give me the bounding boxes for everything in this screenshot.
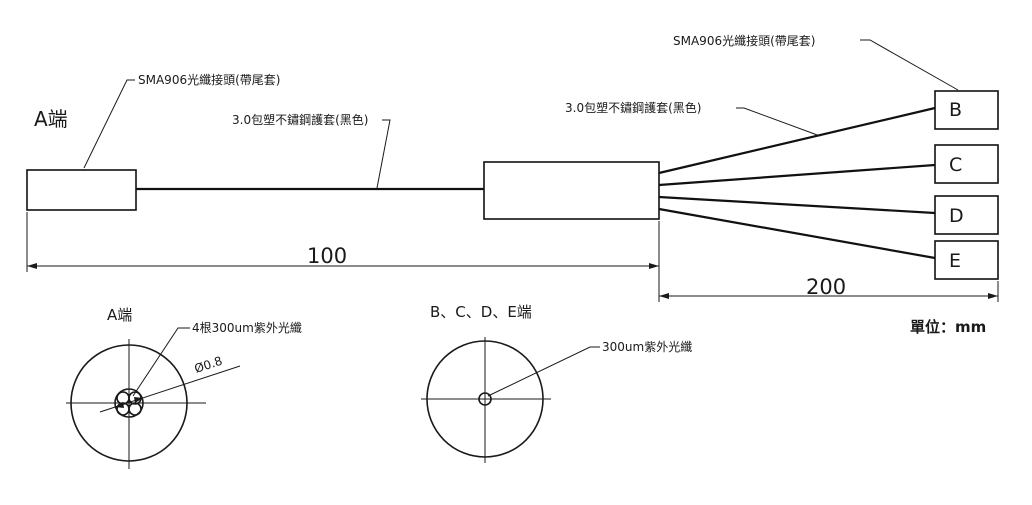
callouts: A端 SMA906光纖接頭(帶尾套) 3.0包塑不鏽鋼護套(黑色) SMA906… xyxy=(34,33,959,189)
branch-cable-d xyxy=(658,195,936,215)
connector-d xyxy=(934,195,999,235)
dimensions: 100 200 單位：mm xyxy=(26,212,999,336)
fiber-label-bcde: 300um紫外光纖 xyxy=(602,340,692,354)
splitter-body xyxy=(483,161,660,220)
fiber-label-a: 4根300um紫外光纖 xyxy=(192,321,302,335)
outer-sheath-circle xyxy=(70,344,188,462)
outer-sheath-circle xyxy=(426,340,544,458)
connector-c xyxy=(934,144,999,184)
connector-a xyxy=(26,169,137,211)
connector-label-a: SMA906光纖接頭(帶尾套) xyxy=(138,72,280,87)
arrowhead xyxy=(27,263,37,269)
branch-cable-b xyxy=(658,106,936,175)
dimension-100: 100 xyxy=(307,244,347,268)
arrowhead xyxy=(134,397,143,403)
sheath-label-right: 3.0包塑不鏽鋼護套(黑色) xyxy=(565,100,701,115)
sheath-label-left: 3.0包塑不鏽鋼護套(黑色) xyxy=(232,112,368,127)
leader-sheath-right xyxy=(736,107,821,137)
branch-label-c: C xyxy=(949,154,962,176)
connector-b xyxy=(934,90,999,130)
fiber-bundle-circle xyxy=(114,388,144,418)
leader-fiber-bcde xyxy=(487,346,600,397)
branch-label-d: D xyxy=(949,205,964,227)
branch-label-b: B xyxy=(949,99,962,121)
leader-fiber-a xyxy=(132,327,190,397)
leader-sheath-left xyxy=(376,119,391,189)
dimension-200: 200 xyxy=(806,275,846,299)
arrowhead xyxy=(115,402,124,408)
arrowhead xyxy=(988,293,998,299)
connector-e xyxy=(934,240,999,280)
unit-label: 單位：mm xyxy=(910,318,986,336)
section-a-view: A端 Ø0.8 4根300um紫外光纖 xyxy=(66,306,302,469)
section-bcde-view: B、C、D、E端 300um紫外光纖 xyxy=(421,303,692,463)
fiber-core xyxy=(478,392,492,406)
branch-cable-c xyxy=(658,163,936,187)
leader-connector-a xyxy=(83,79,135,169)
cable-assembly: B C D E xyxy=(26,90,999,280)
arrowhead xyxy=(659,293,669,299)
section-bcde-title: B、C、D、E端 xyxy=(430,303,532,321)
arrowhead xyxy=(649,263,659,269)
end-a-title: A端 xyxy=(34,107,68,131)
section-a-title: A端 xyxy=(107,306,132,324)
branch-cable-e xyxy=(658,207,936,260)
branch-label-e: E xyxy=(949,250,961,272)
connector-label-right: SMA906光纖接頭(帶尾套) xyxy=(673,33,815,48)
leader-connector-right xyxy=(860,39,959,91)
